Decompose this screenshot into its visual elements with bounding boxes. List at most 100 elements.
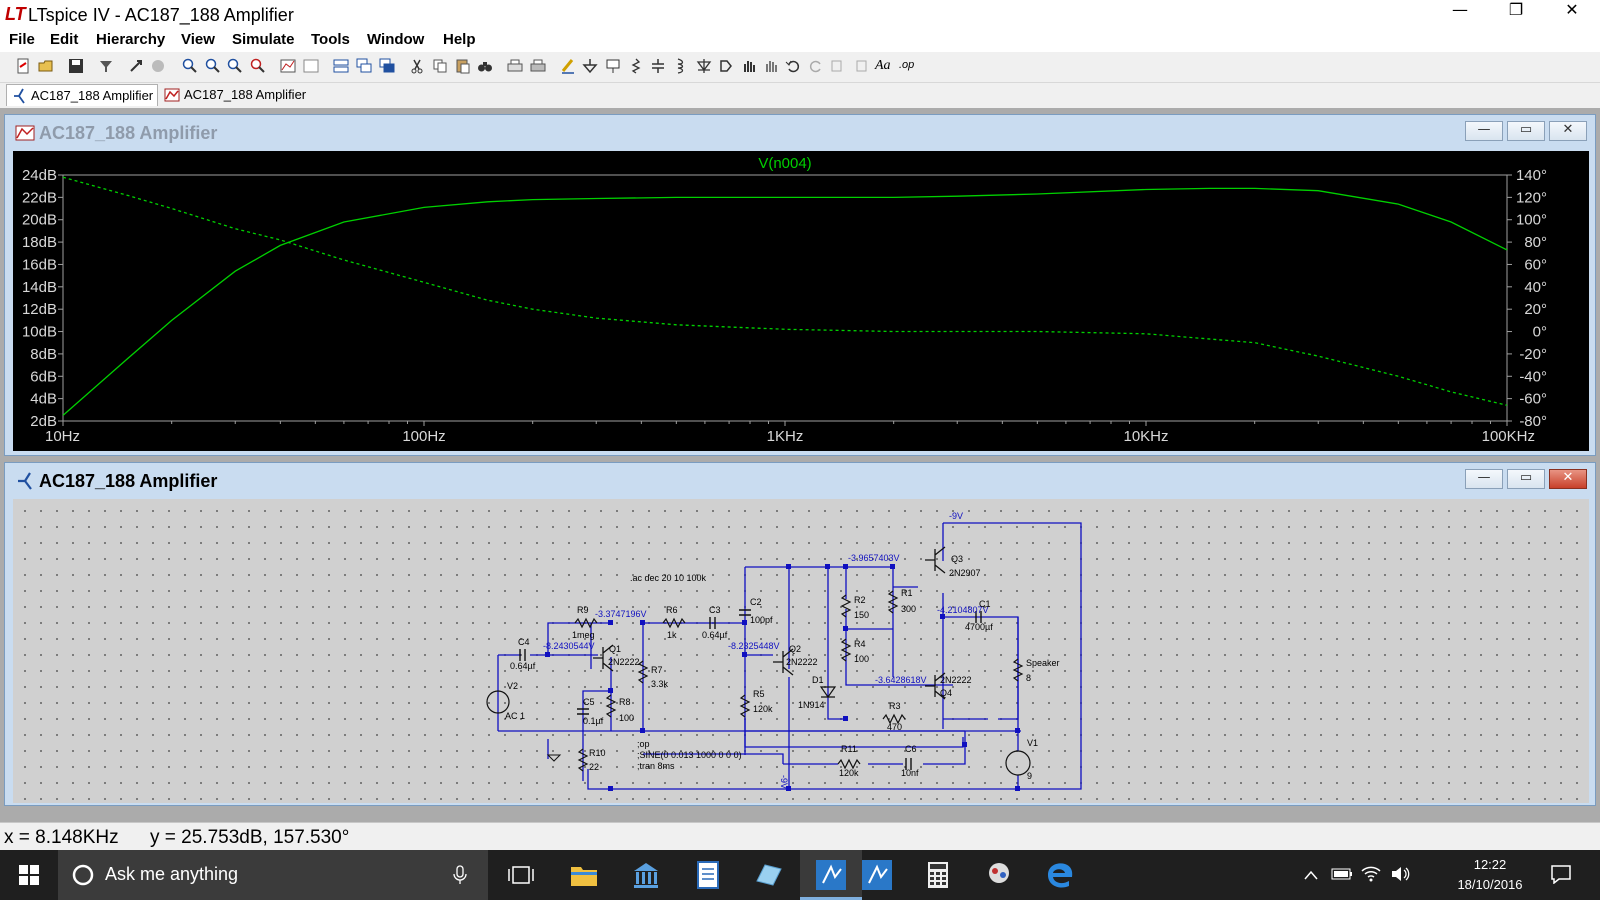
menu-tools[interactable]: Tools [311,31,350,48]
y-tick-label: 6dB [30,368,57,385]
schematic-capacitors [519,609,982,770]
menu-help[interactable]: Help [443,31,476,48]
schematic-drawing[interactable]: -3.3747196V -8.2430544V -8.2325448V -3.9… [13,499,1589,803]
task-view-icon[interactable] [505,859,537,891]
schematic-maximize-button[interactable]: ▭ [1507,469,1545,489]
waveform-close-button[interactable]: ✕ [1549,121,1587,141]
rotate-icon[interactable] [830,58,846,74]
new-schematic-icon[interactable] [15,58,31,74]
sine-directive[interactable]: ;SINE(0 0.013 1000 0 0 0) [637,750,742,760]
drag-icon[interactable] [763,58,779,74]
waveform-window-controls: —▭✕ [1461,121,1587,141]
menu-simulate[interactable]: Simulate [232,31,295,48]
find-icon[interactable] [477,58,493,74]
y-tick-label: 18dB [22,234,57,251]
ltspice-iv-task[interactable] [800,850,862,900]
tile-vertical-icon[interactable] [379,58,395,74]
menu-view[interactable]: View [181,31,215,48]
print-icon[interactable] [530,58,546,74]
folder-icon[interactable] [753,859,785,891]
battery-icon[interactable] [1331,867,1353,881]
menu-window[interactable]: Window [367,31,425,48]
bode-plot[interactable]: 24dB22dB20dB18dB16dB14dB12dB10dB8dB6dB4d… [13,151,1589,451]
capacitor-icon[interactable] [650,58,666,74]
start-button[interactable] [0,850,58,900]
op-directive[interactable]: ;op [637,739,650,749]
spice-directives: .ac dec 20 10 100k ;op ;SINE(0 0.013 100… [630,573,742,771]
menu-file[interactable]: File [9,31,35,48]
run-icon[interactable] [128,58,144,74]
ground-symbol [546,754,562,762]
print-setup-icon[interactable] [507,58,523,74]
restore-button[interactable]: ❐ [1508,0,1524,19]
waveform-minimize-button[interactable]: — [1465,121,1503,141]
spice-directive-icon[interactable]: .op [899,59,915,71]
undo-icon[interactable] [785,58,801,74]
text-icon[interactable]: Aa [875,58,891,73]
menu-bar: File Edit Hierarchy View Simulate Tools … [0,30,1600,52]
resistor-icon[interactable] [628,58,644,74]
open-icon[interactable] [38,58,54,74]
ltspice-xvii-icon[interactable] [861,859,893,891]
status-bar: x = 8.148KHz y = 25.753dB, 157.530° [0,822,1600,851]
edge-icon[interactable] [1044,859,1076,891]
component-value: 10nf [901,768,919,778]
zoom-fit-icon[interactable] [250,58,266,74]
waveform-window-title: AC187_188 Amplifier [39,123,218,143]
wifi-icon[interactable] [1361,865,1381,883]
halt-icon[interactable] [150,58,166,74]
minimize-button[interactable]: — [1452,0,1468,19]
cascade-icon[interactable] [356,58,372,74]
draw-wire-icon[interactable] [560,58,576,74]
redo-icon[interactable] [808,58,824,74]
waveform-maximize-button[interactable]: ▭ [1507,121,1545,141]
save-icon[interactable] [68,58,84,74]
notification-icon[interactable] [1550,864,1572,884]
control-panel-icon[interactable] [98,58,114,74]
chevron-up-icon[interactable] [1303,868,1319,882]
system-clock[interactable]: 12:22 18/10/2016 [1450,855,1530,895]
autorange-icon[interactable] [280,58,296,74]
schematic-canvas[interactable]: -3.3747196V -8.2430544V -8.2325448V -3.9… [13,499,1589,803]
network-icon[interactable] [983,859,1015,891]
cut-icon[interactable] [409,58,425,74]
label-net-icon[interactable] [605,58,621,74]
copy-icon[interactable] [432,58,448,74]
document-icon[interactable] [692,859,724,891]
component-ref: R4 [854,639,866,649]
x-tick-label: 10Hz [45,428,80,445]
ground-icon[interactable] [582,58,598,74]
move-icon[interactable] [741,58,757,74]
component-icon[interactable] [718,58,734,74]
diode-icon[interactable] [696,58,712,74]
tile-horizontal-icon[interactable] [333,58,349,74]
search-box[interactable]: Ask me anything [58,850,488,900]
zoom-in-icon[interactable] [182,58,198,74]
zoom-out-icon[interactable] [227,58,243,74]
menu-hierarchy[interactable]: Hierarchy [96,31,166,48]
close-button[interactable]: ✕ [1565,0,1579,19]
schematic-close-button[interactable]: ✕ [1549,469,1587,489]
microphone-icon[interactable] [453,865,467,885]
tran-directive[interactable]: ;tran 8ms [637,761,675,771]
component-value: 22 [589,762,599,772]
tab-schematic[interactable]: AC187_188 Amplifier [6,84,158,106]
plot-settings-icon[interactable] [303,58,319,74]
y-tick-label: 8dB [30,346,57,363]
mirror-icon[interactable] [852,58,868,74]
tab-waveform[interactable]: AC187_188 Amplifier [160,84,310,106]
menu-edit[interactable]: Edit [50,31,79,48]
component-value: 470 [887,722,902,732]
volume-icon[interactable] [1390,865,1410,883]
file-explorer-icon[interactable] [568,859,600,891]
calculator-icon[interactable] [922,859,954,891]
inductor-icon[interactable] [672,58,688,74]
schematic-minimize-button[interactable]: — [1465,469,1503,489]
schematic-junctions [545,564,1020,791]
ac-directive[interactable]: .ac dec 20 10 100k [630,573,707,583]
component-value: 2N2222 [608,657,640,667]
library-icon[interactable] [630,859,662,891]
paste-icon[interactable] [455,58,471,74]
pan-icon[interactable] [205,58,221,74]
